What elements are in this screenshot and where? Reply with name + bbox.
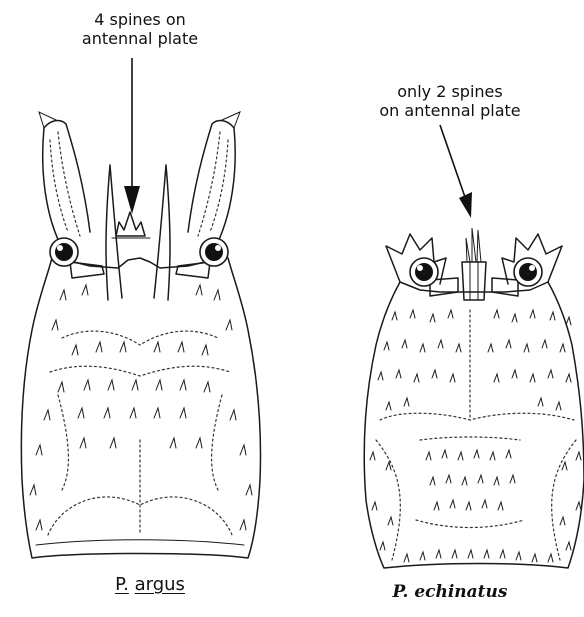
argus-rostral-horn-right [154, 165, 170, 300]
argus-spines [30, 285, 252, 530]
left-annotation-line1: 4 spines on [40, 10, 240, 29]
left-annotation-line2: antennal plate [40, 29, 240, 48]
arrow-right-annotation [440, 125, 472, 218]
argus-genus: P. [115, 574, 129, 595]
argus-antennal-plate [116, 212, 145, 236]
echinatus-carapace-outline [364, 282, 584, 568]
argus-carapace [21, 112, 260, 558]
left-annotation: 4 spines on antennal plate [40, 10, 240, 48]
species-label-echinatus: P. echinatus [355, 582, 545, 602]
argus-rostral-horn-left [106, 165, 122, 300]
species-label-argus: P. argus [90, 574, 210, 596]
echinatus-left-eye [410, 258, 458, 296]
argus-right-eye [176, 238, 228, 278]
right-annotation-line2: on antennal plate [345, 101, 555, 120]
right-annotation: only 2 spines on antennal plate [345, 82, 555, 120]
echinatus-carapace [364, 228, 584, 568]
argus-carapace-outline [21, 255, 260, 558]
argus-species: argus [135, 574, 185, 595]
arrow-left-annotation [124, 58, 140, 214]
echinatus-spines [370, 310, 581, 562]
right-annotation-line1: only 2 spines [345, 82, 555, 101]
echinatus-antennal-plate [462, 262, 486, 300]
argus-left-eye [50, 238, 104, 278]
